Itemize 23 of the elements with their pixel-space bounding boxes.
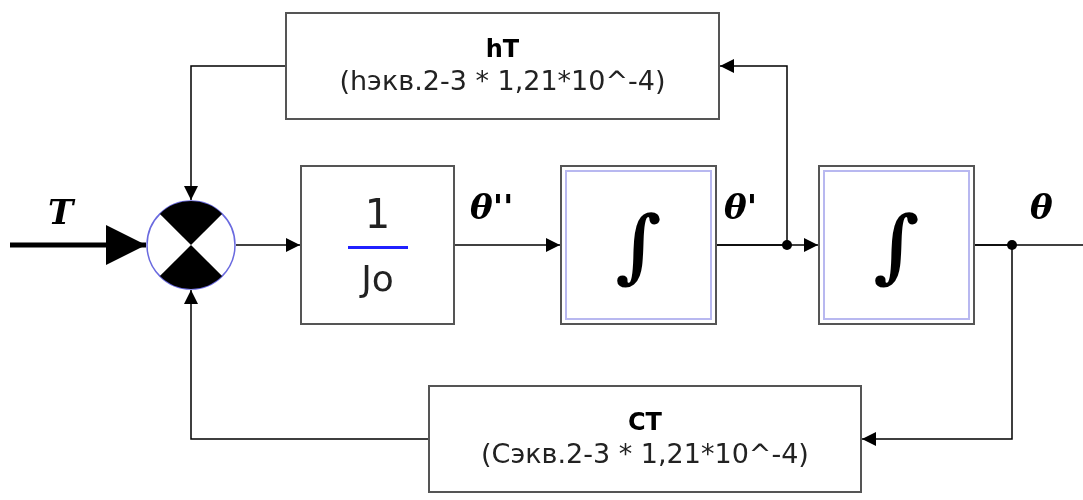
signal-arrow: [454, 238, 561, 252]
summing-junction: [146, 200, 236, 290]
numerator: 1: [364, 193, 391, 234]
signal-arrow: [184, 65, 286, 201]
block-title: hT: [485, 34, 520, 65]
signal-arrow: [10, 225, 146, 265]
block-title: CT: [628, 407, 662, 438]
signal-label: θ': [724, 190, 758, 224]
block-formula: (Cэкв.2-3 * 1,21*10^-4): [481, 437, 809, 471]
integrator-block: [560, 165, 717, 325]
feedback-block: [285, 12, 720, 120]
signal-arrow: [235, 238, 301, 252]
integrator-block: [818, 165, 975, 325]
signal-arrow: [861, 244, 1013, 446]
gain-block: [300, 165, 455, 325]
block-formula: (hэкв.2-3 * 1,21*10^-4): [339, 64, 666, 98]
feedback-block: [428, 385, 862, 493]
signal-arrow: [184, 289, 429, 440]
signal-label: θ: [1030, 190, 1053, 224]
denominator: Jo: [361, 260, 394, 297]
signal-label: θ'': [470, 190, 514, 224]
signal-arrow: [716, 59, 788, 246]
signal-label: T: [48, 195, 74, 229]
